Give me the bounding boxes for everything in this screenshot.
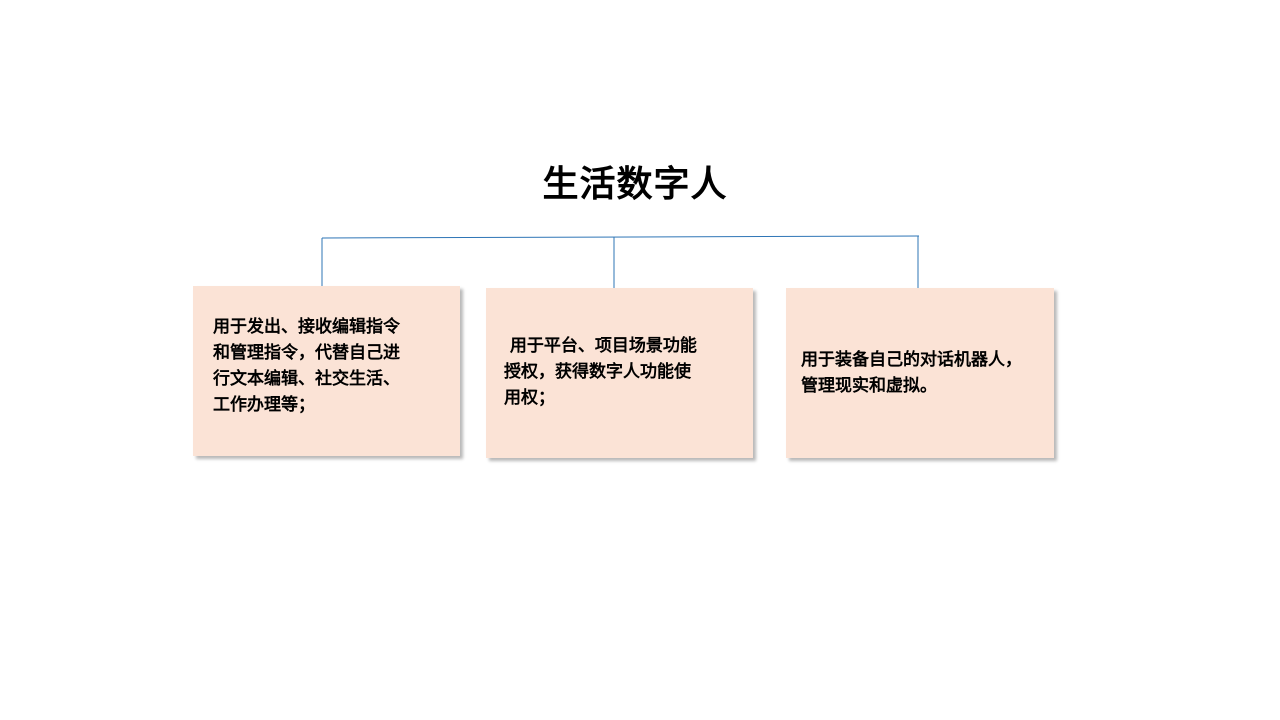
- box-message-editing: 用于发出、接收编辑指令 和管理指令，代替自己进 行文本编辑、社交生活、 工作办理…: [193, 286, 460, 456]
- box-chatbot-equipment-text: 用于装备自己的对话机器人， 管理现实和虚拟。: [801, 350, 1022, 396]
- box-message-editing-text: 用于发出、接收编辑指令 和管理指令，代替自己进 行文本编辑、社交生活、 工作办理…: [213, 317, 400, 415]
- box-chatbot-equipment: 用于装备自己的对话机器人， 管理现实和虚拟。: [786, 288, 1054, 458]
- diagram-title: 生活数字人: [542, 164, 728, 205]
- box-platform-authorization-text: 用于平台、项目场景功能 授权，获得数字人功能使 用权；: [504, 336, 697, 408]
- box-platform-authorization: 用于平台、项目场景功能 授权，获得数字人功能使 用权；: [486, 288, 753, 458]
- connector-horizontal: [321, 235, 920, 239]
